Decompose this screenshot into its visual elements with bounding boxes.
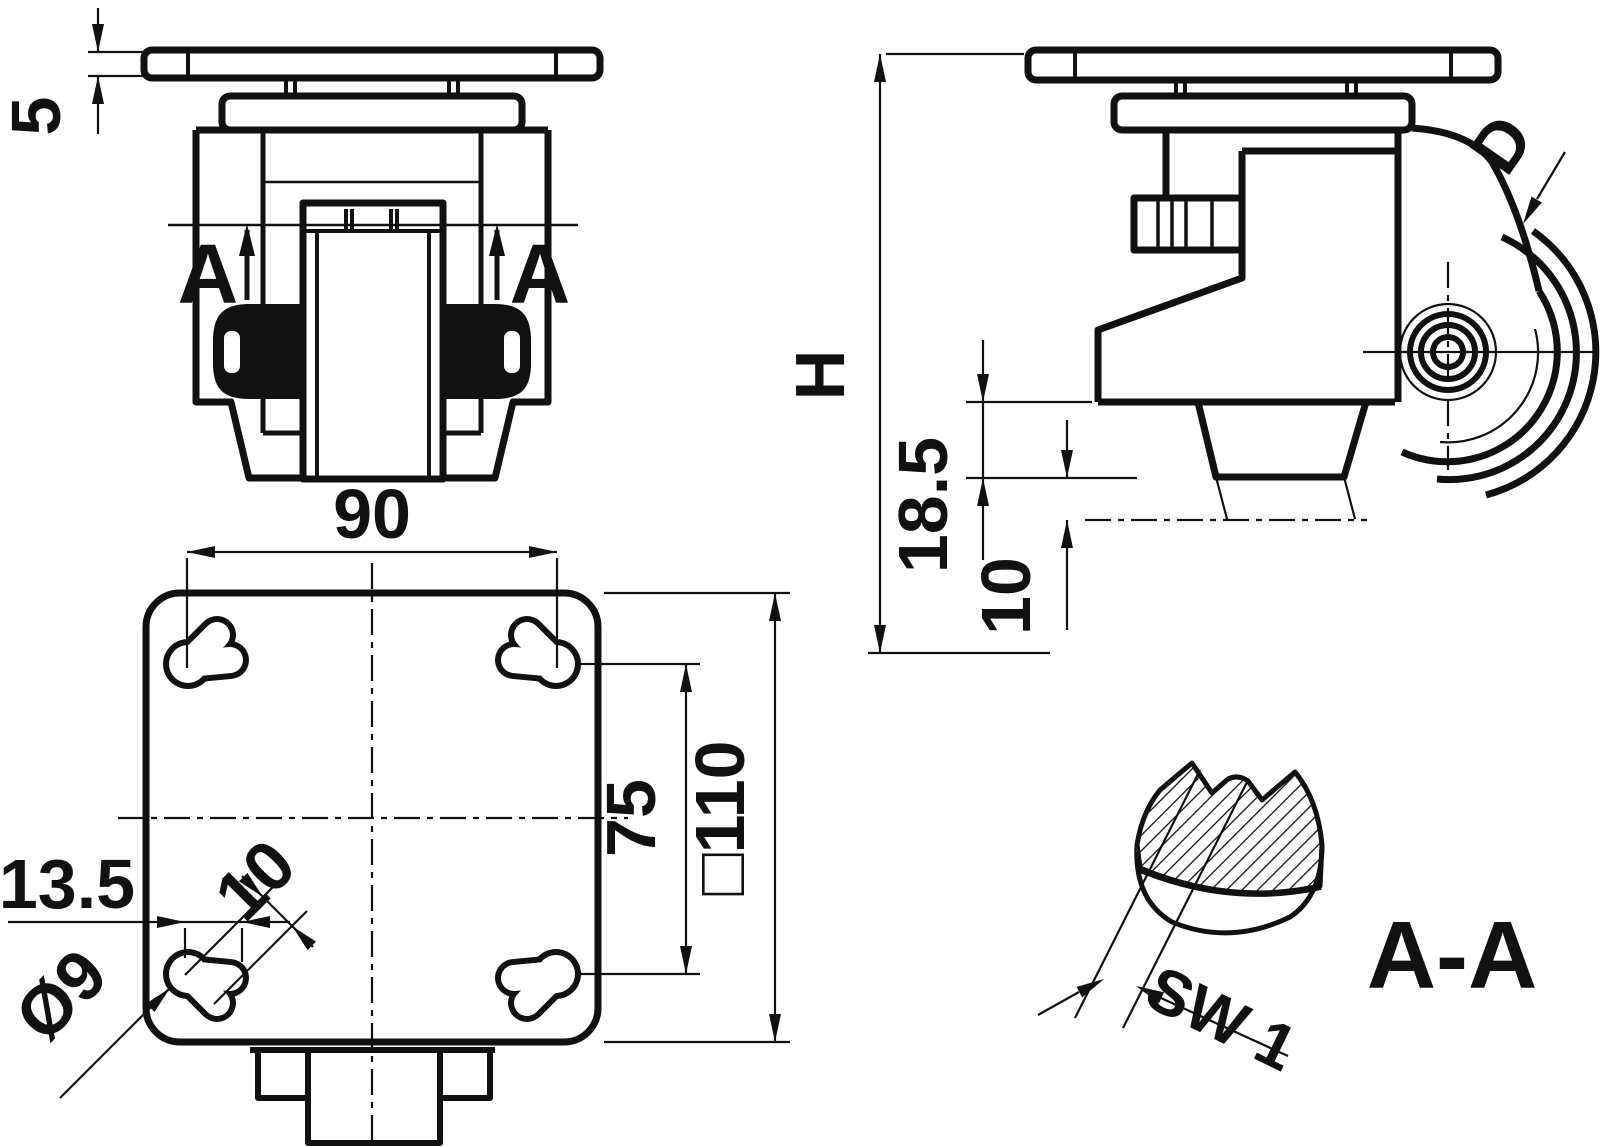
wheel-right-hub-notch — [504, 331, 520, 373]
plan-view: 90 75 □110 13.5 10 Ø9 — [0, 475, 790, 1146]
overall-height-label: H — [781, 350, 859, 401]
trefoil-hole-bottom-right — [514, 949, 581, 1003]
trefoil-hole-top-left — [163, 635, 230, 689]
wheel-right — [441, 304, 531, 399]
housing-inner-lines — [244, 130, 500, 436]
trefoil-hole-bottom-left — [163, 949, 230, 1003]
section-cut-line — [168, 180, 578, 227]
lift-label: 10 — [967, 557, 1045, 635]
mounting-plate-edge-view — [140, 46, 604, 82]
wheel-diameter-label: D — [1455, 101, 1548, 187]
side-plate-detail-lines — [1073, 52, 1453, 96]
wrench-size-arrowheads — [1076, 979, 1164, 1004]
edge-distance-label: 13.5 — [0, 845, 135, 923]
plate-thickness-label: 5 — [0, 97, 75, 136]
plate-detail-lines — [186, 52, 558, 478]
side-center-lines — [1085, 262, 1450, 522]
section-view: SW 1 A-A — [1037, 760, 1538, 1085]
side-dimension-lines — [868, 52, 1598, 655]
adjustment-range-label: 18.5 — [884, 437, 962, 573]
section-title-label: A-A — [1367, 902, 1538, 1009]
hole-diameter-label: Ø9 — [0, 934, 121, 1055]
wrench-size-dimension-lines — [1037, 769, 1289, 1058]
nut-assembly-bottom — [250, 1047, 495, 1146]
body-outline-side — [1094, 124, 1600, 499]
hole-spacing-width-label: 90 — [333, 475, 411, 553]
swivel-bracket-front — [218, 92, 526, 134]
trefoil-hole-top-right — [514, 635, 581, 689]
mounting-plate-side — [1024, 46, 1502, 84]
spindle-section-hatched — [1134, 760, 1325, 896]
hole-spacing-height-label: 75 — [592, 779, 670, 857]
slot-length-label: 10 — [200, 825, 310, 935]
wheel-left — [213, 304, 303, 399]
plan-dimension-lines — [8, 550, 790, 1099]
section-arrow-label-left: A — [178, 227, 239, 321]
side-view: H 18.5 10 D — [781, 46, 1600, 655]
spindle-section-floor-line — [1136, 866, 1322, 897]
section-arrow-label-right: A — [510, 227, 571, 321]
swivel-bracket-side — [1110, 92, 1416, 134]
housing-outline-front — [192, 126, 552, 483]
wrench-size-label: SW 1 — [1136, 952, 1308, 1085]
plate-size-label: □110 — [681, 740, 759, 895]
plate-thickness-dimension-lines — [88, 8, 146, 134]
spindle-rib-lines — [1156, 198, 1214, 250]
front-view: 5 A A — [0, 8, 604, 483]
wheel-left-hub-notch — [224, 331, 240, 373]
